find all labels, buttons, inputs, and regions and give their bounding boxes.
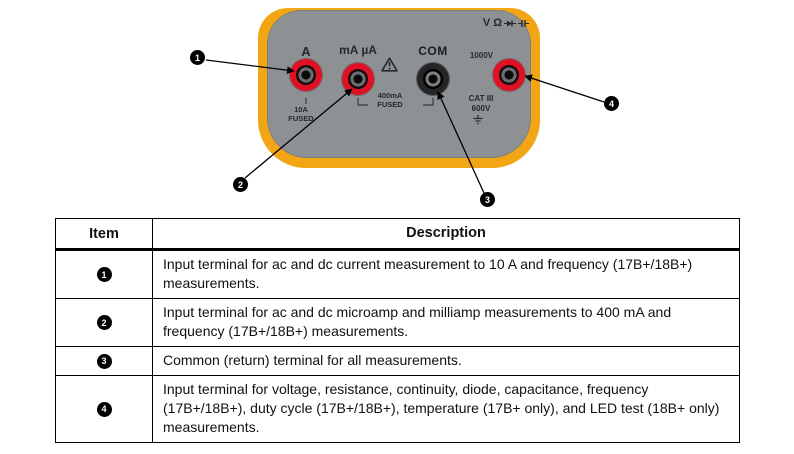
cat-rating-line2: 600V	[471, 103, 491, 113]
description-cell: Input terminal for ac and dc microamp an…	[163, 304, 672, 339]
item-4-badge: 4	[96, 401, 112, 417]
item-cell: 4	[56, 376, 153, 442]
table-row: 3 Common (return) terminal for all measu…	[56, 347, 739, 376]
description-cell: Input terminal for voltage, resistance, …	[163, 381, 720, 435]
item-cell: 1	[56, 251, 153, 298]
terminal-v-label: V Ω	[476, 17, 536, 29]
callout-4-badge: 4	[604, 96, 619, 111]
callout-3-badge: 3	[480, 192, 495, 207]
capacitance-icon	[518, 19, 530, 27]
fuse-400ma-line1: 400mA	[377, 91, 403, 100]
description-cell: Common (return) terminal for all measure…	[163, 352, 462, 368]
fuse-10a-line2: FUSED	[288, 113, 314, 123]
terminal-ma-ua-label: mA µA	[339, 43, 377, 57]
multimeter-case: A mA µA COM V Ω 1000V	[258, 8, 540, 168]
description-cell: Input terminal for ac and dc current mea…	[163, 256, 693, 291]
callout-2-badge: 2	[233, 177, 248, 192]
item-2-badge: 2	[96, 315, 112, 330]
item-3-badge: 3	[96, 353, 112, 369]
table-row: 2 Input terminal for ac and dc microamp …	[56, 299, 739, 347]
terminal-com-jack	[417, 63, 449, 95]
terminal-ma-ua-jack	[342, 63, 374, 95]
fuse-400ma-line2: FUSED	[377, 99, 403, 109]
terminal-v-jack	[493, 59, 525, 91]
table-row: 1 Input terminal for ac and dc current m…	[56, 251, 739, 299]
warning-icon	[381, 57, 398, 72]
max-voltage-label: 1000V	[469, 51, 493, 60]
col-header-item: Item	[56, 219, 153, 248]
item-cell: 3	[56, 347, 153, 375]
meter-terminals-figure: A mA µA COM V Ω 1000V	[0, 0, 794, 216]
table-header-row: Item Description	[56, 219, 739, 251]
terminal-a-jack	[290, 59, 322, 91]
terminal-com-label: COM	[418, 44, 448, 58]
col-header-description: Description	[406, 225, 486, 241]
fuse-400ma-label: 400mA FUSED	[370, 91, 410, 109]
fuse-10a-label: 10A FUSED	[281, 105, 321, 123]
ground-icon	[473, 115, 483, 125]
item-1-badge: 1	[96, 267, 112, 282]
terminal-a-label: A	[301, 44, 311, 59]
cat-rating-label: CAT III 600V	[458, 94, 504, 113]
diode-icon	[504, 20, 517, 26]
description-table: Item Description 1 Input terminal for ac…	[55, 218, 740, 443]
item-cell: 2	[56, 299, 153, 346]
table-row: 4 Input terminal for voltage, resistance…	[56, 376, 739, 442]
callout-1-badge: 1	[190, 50, 205, 65]
v-ohm-text: V Ω	[482, 17, 503, 29]
cat-rating-line1: CAT III	[468, 94, 494, 103]
